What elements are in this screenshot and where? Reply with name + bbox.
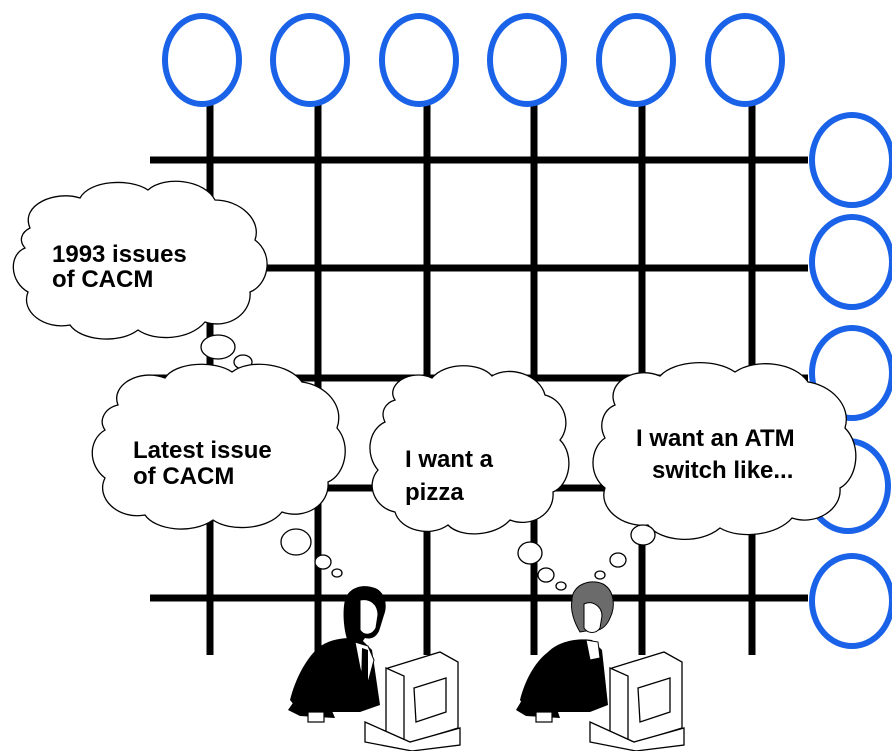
bubble-4-tail-large xyxy=(630,524,656,546)
bubble-4-line-1: I want an ATM xyxy=(636,425,795,452)
bubble-cloud-4 xyxy=(592,362,857,540)
top-node-3 xyxy=(379,13,459,107)
top-node-2 xyxy=(270,13,350,107)
bubble-4-tail-medium xyxy=(609,552,627,568)
right-node-2 xyxy=(809,214,892,310)
bubble-cloud-1 xyxy=(12,180,268,340)
thought-bubble-latest-issue: Latest issue of CACM xyxy=(91,363,346,578)
bubble-4-tail-small xyxy=(594,570,606,580)
man-keyboard xyxy=(364,720,461,751)
bubble-2-line-1: Latest issue xyxy=(133,437,272,464)
bubble-2-line-2: of CACM xyxy=(133,463,234,490)
top-nodes xyxy=(162,13,785,107)
woman-body xyxy=(520,639,608,712)
bubble-2-tail-small xyxy=(331,568,343,578)
thought-bubble-pizza: I want a pizza xyxy=(369,365,570,591)
bubble-1-line-1: 1993 issues xyxy=(52,241,187,268)
man-monitor-screen xyxy=(413,677,447,723)
bubble-3-line-1: I want a xyxy=(405,446,494,473)
woman-at-computer-icon xyxy=(516,581,685,751)
man-mouse xyxy=(307,711,325,723)
top-node-5 xyxy=(596,13,676,107)
bubble-1-tail-large xyxy=(200,334,236,360)
right-nodes xyxy=(805,112,892,649)
woman-keyboard xyxy=(589,720,685,751)
bubble-4-line-2: switch like... xyxy=(652,457,793,484)
man-face xyxy=(359,599,379,635)
bubble-2-tail-medium xyxy=(314,554,332,570)
thought-bubble-atm-switch: I want an ATM switch like... xyxy=(592,362,857,580)
bubble-3-line-2: pizza xyxy=(405,479,464,506)
top-node-1 xyxy=(162,13,242,107)
right-node-1 xyxy=(809,112,892,208)
thought-bubble-1993-issues: 1993 issues of CACM xyxy=(12,180,268,379)
woman-monitor-screen xyxy=(637,677,671,723)
bubble-cloud-2 xyxy=(91,363,346,530)
man-at-computer-icon xyxy=(288,586,461,751)
bubble-cloud-3 xyxy=(369,365,570,535)
bubble-3-tail-small xyxy=(555,581,567,591)
bubble-1-line-2: of CACM xyxy=(52,266,153,293)
woman-collar xyxy=(585,639,601,661)
bubble-2-tail-large xyxy=(280,528,312,556)
woman-mouse xyxy=(535,711,553,723)
woman-face xyxy=(583,602,603,633)
right-node-5 xyxy=(809,553,892,649)
top-node-6 xyxy=(705,13,785,107)
bubble-3-tail-medium xyxy=(537,567,555,583)
bubble-3-tail-large xyxy=(517,541,543,565)
man-tie xyxy=(361,648,368,692)
top-node-4 xyxy=(487,13,567,107)
